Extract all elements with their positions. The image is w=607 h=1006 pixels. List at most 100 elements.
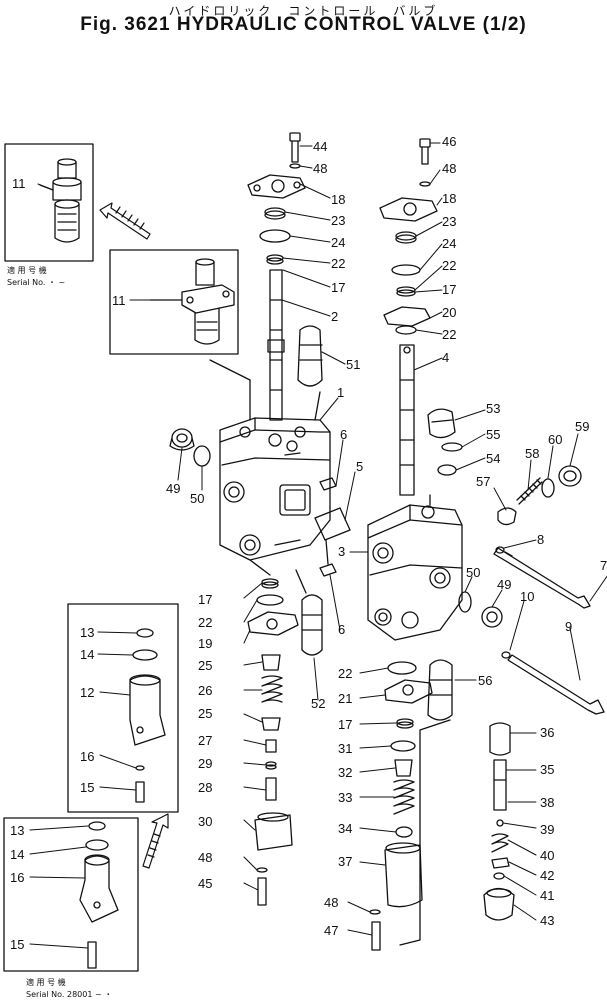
inset-mid-left-parts [129,628,166,803]
part-label-43: 43 [540,913,555,928]
part-label-52: 52 [311,696,326,711]
part-label-37: 37 [338,854,353,869]
part-label-36: 36 [540,725,555,740]
part-label-28: 28 [198,780,213,795]
part-label-12: 12 [80,685,95,700]
part-label-45: 45 [198,876,213,891]
part-label-11: 11 [12,176,26,191]
part-label-5: 5 [356,459,364,474]
part-label-31: 31 [338,741,353,756]
part-label-22: 22 [338,666,353,681]
part-label-51: 51 [346,357,361,372]
inset-box-top-left [4,143,94,262]
part-label-17: 17 [338,717,353,732]
part-label-32: 32 [338,765,353,780]
part-label-6: 6 [338,622,346,637]
inset-spool-top-left [39,158,82,243]
part-label-27: 27 [198,733,213,748]
part-label-22: 22 [198,615,213,630]
part-label-22: 22 [331,256,346,271]
part-label-48: 48 [442,161,457,176]
part-label-49: 49 [166,481,181,496]
part-label-22: 22 [442,258,457,273]
part-label-29: 29 [198,756,213,771]
part-label-55: 55 [486,427,501,442]
part-label-48: 48 [324,895,339,910]
part-label-14: 14 [80,647,95,662]
part-label-9: 9 [565,619,573,634]
part-label-53: 53 [486,401,501,416]
part-label-48: 48 [198,850,213,865]
hatched-arrow-top [99,202,151,240]
part-label-40: 40 [540,848,555,863]
part-label-7: 7 [600,558,607,573]
part-label-54: 54 [486,451,501,466]
part-label-26: 26 [198,683,213,698]
part-label-60: 60 [548,432,563,447]
part-label-21: 21 [338,691,353,706]
part-label-39: 39 [540,822,555,837]
part-label-50: 50 [190,491,205,506]
page-title: Fig. 3621 HYDRAULIC CONTROL VALVE (1/2) [80,14,527,35]
part-label-30: 30 [198,814,213,829]
part-label-24: 24 [331,235,346,250]
part-label-11: 11 [112,293,126,308]
valve-body-3 [367,504,463,641]
part-label-50: 50 [466,565,481,580]
part-label-19: 19 [198,636,213,651]
part-label-57: 57 [476,474,491,489]
part-label-13: 13 [10,823,25,838]
serial-note-label: 適 用 号 機 [7,266,47,275]
hatched-arrow-bottom [142,813,169,869]
part-label-17: 17 [442,282,457,297]
seals-5-6 [314,477,351,577]
part-label-41: 41 [540,888,555,903]
part-label-44: 44 [313,139,328,154]
part-label-13: 13 [80,625,95,640]
part-label-4: 4 [442,350,450,365]
right-lower-stack [369,659,453,951]
title-japanese: ハイドロリック コントロール バルブ [168,4,439,18]
valve-52 [295,569,323,656]
part-label-25: 25 [198,658,213,673]
part-label-17: 17 [198,592,213,607]
part-label-46: 46 [442,134,457,149]
part-label-1: 1 [337,385,345,400]
inset-spool-11 [149,258,235,345]
part-label-10: 10 [520,589,535,604]
part-label-17: 17 [331,280,346,295]
part-label-23: 23 [442,214,457,229]
leader-lines [29,142,607,949]
part-label-3: 3 [338,544,346,559]
inset-bottom-left-parts [79,821,119,969]
valve-body-1 [219,417,331,561]
right-spool-assembly [399,719,515,946]
plug-49-right [458,591,503,628]
part-label-22: 22 [442,327,457,342]
part-label-6: 6 [340,427,348,442]
part-label-33: 33 [338,790,353,805]
part-label-18: 18 [331,192,346,207]
part-label-23: 23 [331,213,346,228]
part-label-8: 8 [537,532,545,547]
part-label-48: 48 [313,161,328,176]
part-label-15: 15 [80,780,95,795]
part-label-56: 56 [478,673,493,688]
part-label-18: 18 [442,191,457,206]
part-label-58: 58 [525,446,540,461]
serial-note-value: Serial No. 28001 ~ ・ [26,990,113,999]
part-label-20: 20 [442,305,457,320]
serial-note-label: 適 用 号 機 [26,978,66,987]
part-label-38: 38 [540,795,555,810]
part-label-49: 49 [497,577,512,592]
serial-note-value: Serial No. ・ ~ [7,278,66,287]
part-label-2: 2 [331,309,339,324]
left-upper-stack [209,132,323,421]
part-label-34: 34 [338,821,353,836]
part-label-14: 14 [10,847,25,862]
part-label-47: 47 [324,923,339,938]
right-upper-stack [379,138,438,506]
part-label-15: 15 [10,937,25,952]
part-label-59: 59 [575,419,590,434]
